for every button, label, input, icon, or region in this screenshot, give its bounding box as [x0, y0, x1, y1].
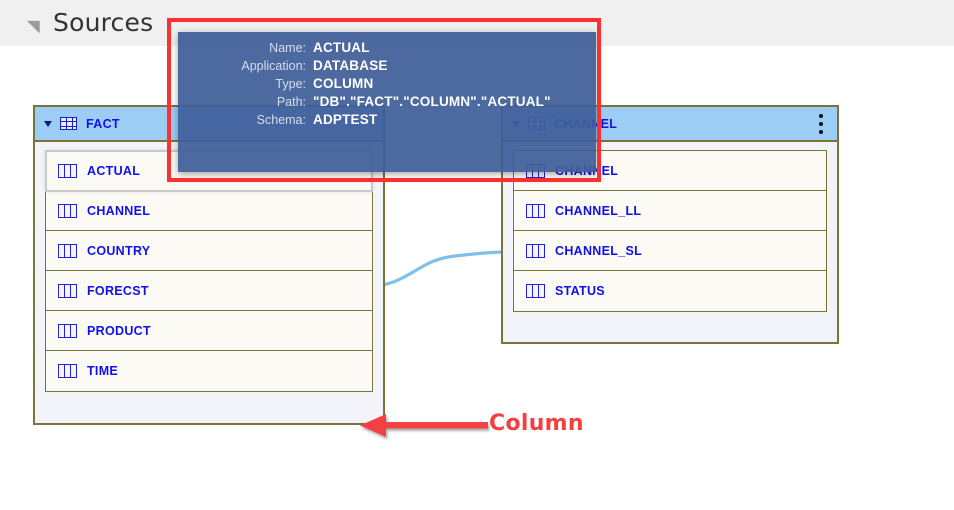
column-icon	[526, 284, 545, 298]
column-icon	[526, 203, 545, 218]
column-row-status[interactable]: STATUS	[514, 271, 826, 311]
tooltip-value: ADPTEST	[313, 112, 378, 127]
column-row-country[interactable]: COUNTRY	[46, 231, 372, 271]
column-name-label: STATUS	[555, 284, 605, 298]
column-icon	[58, 323, 77, 338]
column-row-time[interactable]: TIME	[46, 351, 372, 391]
tooltip-label: Name:	[269, 41, 306, 55]
page-title: Sources	[53, 8, 154, 37]
column-name-label: CHANNEL_SL	[555, 243, 643, 258]
kebab-menu-icon[interactable]	[819, 113, 823, 134]
tooltip-label: Path:	[276, 95, 306, 109]
tooltip-value: ACTUAL	[313, 40, 370, 55]
tooltip-value: "DB"."FACT"."COLUMN"."ACTUAL"	[313, 94, 551, 109]
tooltip-value: DATABASE	[313, 58, 388, 73]
column-list-channel: CHANNEL CHANNEL_LL CHANNEL_SL STATUS	[513, 150, 827, 312]
column-icon	[58, 203, 77, 218]
column-name-label: CHANNEL	[87, 203, 151, 218]
tooltip-row-schema: Schema: ADPTEST	[178, 112, 586, 127]
column-name-label: COUNTRY	[87, 243, 151, 258]
column-name-label: FORECST	[87, 283, 149, 298]
column-name-label: PRODUCT	[87, 323, 151, 338]
column-icon	[526, 243, 545, 258]
column-name-label: TIME	[87, 364, 119, 378]
tooltip-row-application: Application: DATABASE	[178, 58, 586, 73]
tooltip-row-type: Type: COLUMN	[178, 76, 586, 91]
tooltip-row-name: Name: ACTUAL	[178, 40, 586, 55]
column-row-forecst[interactable]: FORECST	[46, 271, 372, 311]
tooltip-row-path: Path: "DB"."FACT"."COLUMN"."ACTUAL"	[178, 94, 586, 109]
column-row-product[interactable]: PRODUCT	[46, 311, 372, 351]
tooltip-label: Application:	[241, 59, 306, 73]
column-row-channel[interactable]: CHANNEL	[46, 191, 372, 231]
details-tooltip: Name: ACTUAL Application: DATABASE Type:…	[178, 32, 596, 172]
chevron-down-icon[interactable]	[44, 120, 52, 127]
entity-name-label: FACT	[86, 116, 120, 131]
tooltip-value: COLUMN	[313, 76, 374, 91]
column-list-fact: ACTUAL CHANNEL COUNTRY FORECST PRODUCT	[45, 150, 373, 392]
table-icon	[60, 117, 77, 130]
tooltip-label: Type:	[275, 77, 306, 91]
annotation-label-column: Column	[489, 411, 584, 436]
left-arrow-icon	[360, 414, 488, 437]
column-name-label: CHANNEL_LL	[555, 203, 642, 218]
column-icon	[58, 163, 77, 178]
column-name-label: ACTUAL	[87, 163, 141, 178]
column-row-channel-ll[interactable]: CHANNEL_LL	[514, 191, 826, 231]
column-row-channel-sl[interactable]: CHANNEL_SL	[514, 231, 826, 271]
tooltip-label: Schema:	[256, 113, 306, 127]
column-icon	[58, 364, 77, 378]
column-icon	[58, 243, 77, 258]
triangle-collapse-icon[interactable]	[26, 14, 47, 34]
entity-body-fact: ACTUAL CHANNEL COUNTRY FORECST PRODUCT	[35, 142, 383, 404]
column-icon	[58, 283, 77, 298]
